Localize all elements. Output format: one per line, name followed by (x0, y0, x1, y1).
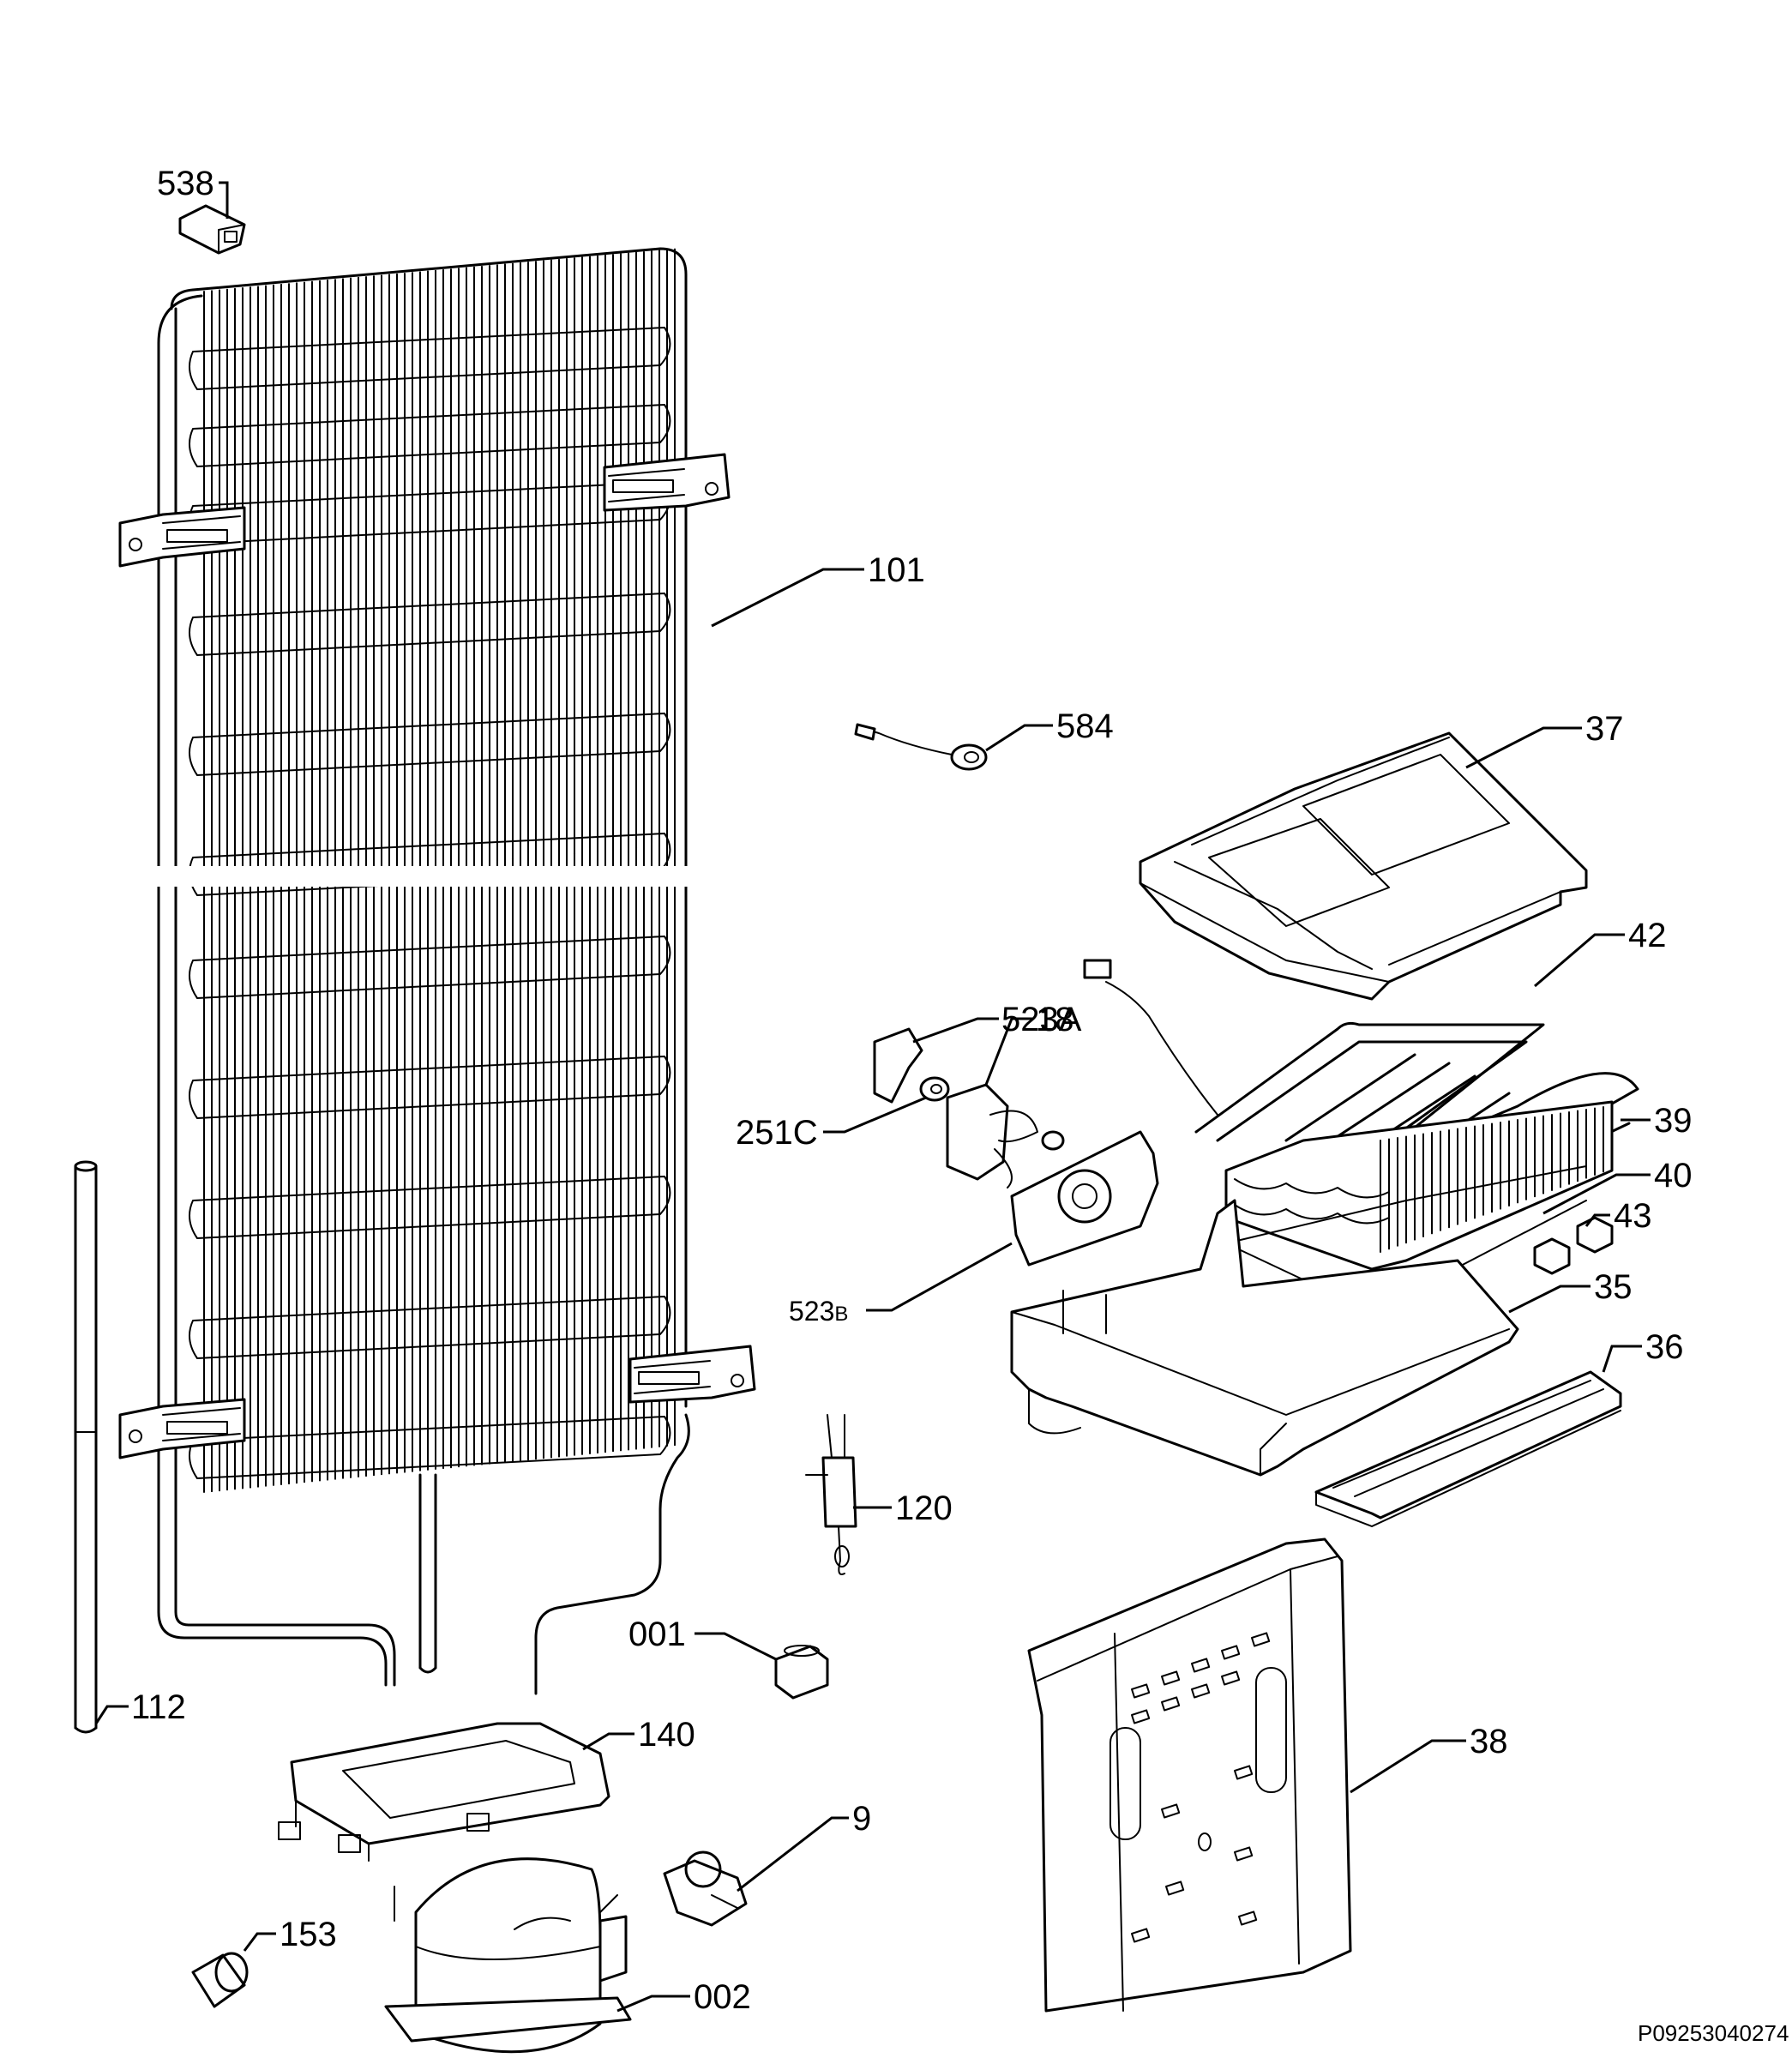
label-9: 9 (852, 1800, 871, 1838)
part-38-back-panel (1027, 1537, 1352, 2013)
document-id: P09253040274 (1638, 2020, 1789, 2046)
part-153-grommet (191, 1952, 249, 2008)
condenser-bracket-bottom-left (118, 1398, 246, 1459)
part-001-relay (774, 1645, 829, 1700)
label-37: 37 (1585, 710, 1624, 748)
part-9-overload (663, 1850, 748, 1927)
part-37-cover (1139, 731, 1588, 1001)
condenser-bracket-top-right (603, 453, 731, 512)
part-523a-bracket (873, 1027, 923, 1104)
part-18-fan-motor (946, 1083, 1065, 1188)
panel-holes (1130, 1632, 1271, 1943)
part-35-tray (1010, 1199, 1519, 1477)
condenser-wires-lower (203, 843, 676, 1493)
label-251c: 251C (736, 1114, 818, 1152)
label-538: 538 (157, 165, 214, 202)
label-140: 140 (638, 1716, 695, 1754)
part-112-tube (74, 1160, 98, 1734)
label-001: 001 (628, 1616, 686, 1653)
part-538-connector (178, 204, 246, 255)
label-42: 42 (1628, 917, 1667, 954)
label-38: 38 (1470, 1723, 1508, 1760)
part-002-compressor (384, 1857, 632, 2054)
label-35: 35 (1594, 1268, 1633, 1306)
condenser-bracket-top-left (118, 506, 246, 568)
part-523b-fan-cover (1010, 1130, 1159, 1267)
condenser-bracket-bottom-right (628, 1345, 756, 1404)
part-39-evaporator (1224, 1100, 1614, 1271)
label-39: 39 (1654, 1102, 1693, 1140)
label-120: 120 (895, 1489, 953, 1527)
label-40: 40 (1654, 1157, 1693, 1194)
label-43: 43 (1614, 1197, 1652, 1235)
condenser-wires-upper (203, 248, 676, 867)
label-101: 101 (868, 551, 925, 589)
condenser (118, 247, 756, 1695)
part-43-fuses (1533, 1216, 1614, 1275)
label-18: 18 (1036, 1001, 1074, 1038)
callout-labels: 538 101 584 37 42 523A 18 251C 39 40 43 … (131, 165, 1693, 2016)
label-002: 002 (694, 1978, 751, 2016)
label-36: 36 (1645, 1328, 1684, 1366)
part-140-base-tray (278, 1722, 610, 1862)
label-153: 153 (280, 1916, 337, 1953)
label-584: 584 (1056, 707, 1114, 745)
label-112: 112 (131, 1688, 186, 1726)
part-36-drip-tray (1314, 1370, 1622, 1527)
label-523b: 523B (789, 1296, 848, 1327)
label-523a: 523A (1001, 1001, 1082, 1038)
part-251c-grommet (919, 1076, 950, 1102)
leader-lines (94, 181, 1651, 2013)
part-120-thermal-fuse (805, 1414, 857, 1575)
part-584-sensor (854, 723, 988, 771)
